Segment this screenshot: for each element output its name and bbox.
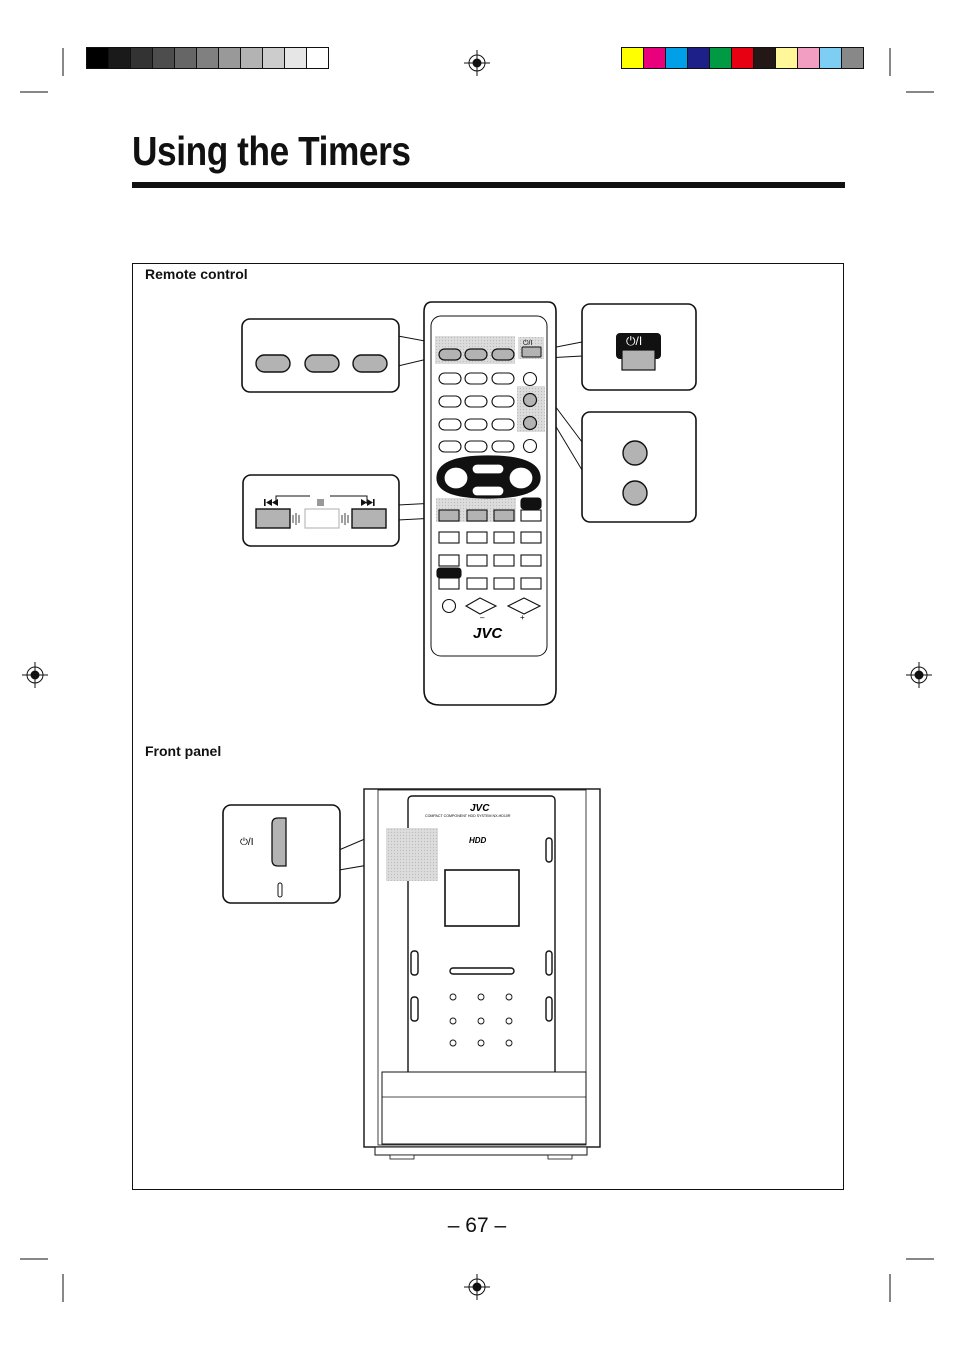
callout-down-button <box>622 480 648 506</box>
remote-transport-cluster <box>436 455 541 499</box>
front-panel-hdd-logo: HDD <box>469 836 487 845</box>
callout-stop-button <box>304 508 340 529</box>
swatch <box>731 47 754 69</box>
title-rule <box>132 182 845 188</box>
swatch <box>152 47 175 69</box>
swatch <box>196 47 219 69</box>
callout-next-button <box>351 508 387 529</box>
remote-brand-logo: JVC <box>473 625 503 642</box>
swatch <box>643 47 666 69</box>
callout-timer-button-1 <box>255 354 291 373</box>
illustration-frame <box>132 263 844 1190</box>
callout-front-power-button <box>271 817 287 867</box>
front-panel-label: Front panel <box>145 743 222 759</box>
front-panel-brand: JVC <box>470 803 490 814</box>
highlight-front-power <box>386 828 438 881</box>
callout-front-power-symbol: ⏻/I <box>240 837 253 848</box>
swatch <box>753 47 776 69</box>
remote-volume-plus: + <box>520 613 525 622</box>
callout-power-key <box>621 349 656 371</box>
remote-skip-buttons <box>438 497 542 522</box>
callout-standby-led <box>277 882 283 898</box>
callout-prev-button <box>255 508 291 529</box>
swatch <box>130 47 153 69</box>
swatch <box>306 47 329 69</box>
swatch <box>841 47 864 69</box>
callout-power-symbol: ⏻/I <box>626 334 642 348</box>
swatch <box>218 47 241 69</box>
remote-power-symbol: ⏻/I <box>523 339 532 347</box>
swatch <box>108 47 131 69</box>
registration-mark-top <box>464 50 490 76</box>
remote-updown-buttons <box>522 392 538 431</box>
swatch <box>284 47 307 69</box>
callout-timer-button-3 <box>352 354 388 373</box>
swatch <box>797 47 820 69</box>
swatch <box>687 47 710 69</box>
front-panel-model-line: COMPACT COMPONENT HDD SYSTEM NX-HD10R <box>425 814 511 818</box>
callout-updown-buttons <box>581 411 697 523</box>
registration-mark-bottom <box>464 1274 490 1300</box>
callout-up-button <box>622 440 648 466</box>
swatch <box>174 47 197 69</box>
remote-timer-buttons <box>438 348 515 361</box>
registration-mark-right <box>906 662 932 688</box>
remote-number-buttons <box>438 371 538 454</box>
remote-volume-minus: – <box>480 613 485 622</box>
remote-control-label: Remote control <box>145 266 248 282</box>
swatch <box>262 47 285 69</box>
page-number: – 67 – <box>447 1214 507 1237</box>
swatch <box>240 47 263 69</box>
callout-timer-button-2 <box>304 354 340 373</box>
swatch <box>621 47 644 69</box>
front-panel-buttons <box>449 993 513 1047</box>
remote-power-button <box>521 346 542 358</box>
swatch <box>86 47 109 69</box>
swatch <box>775 47 798 69</box>
swatch <box>709 47 732 69</box>
page-title: Using the Timers <box>132 128 411 174</box>
remote-lower-buttons <box>436 531 542 615</box>
swatch <box>665 47 688 69</box>
registration-mark-left <box>22 662 48 688</box>
swatch <box>819 47 842 69</box>
